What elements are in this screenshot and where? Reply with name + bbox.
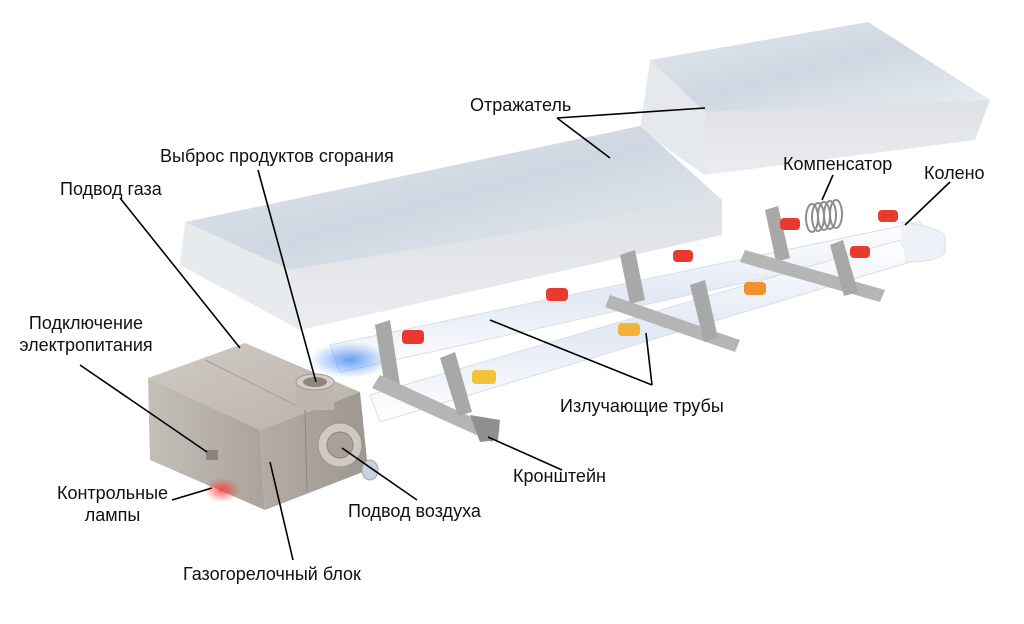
compensator-coil — [805, 199, 843, 233]
reflector-left — [180, 126, 722, 330]
blue-flame — [310, 342, 390, 378]
label-power-connection: Подключение электропитания — [12, 312, 160, 356]
reflector-right — [640, 22, 990, 175]
control-lamp-glow — [204, 478, 240, 502]
exhaust-pipe — [295, 373, 335, 410]
label-radiant-tubes: Излучающие трубы — [560, 396, 724, 416]
leader-lines — [79, 107, 951, 561]
heat-markers — [402, 210, 898, 384]
label-gas-supply: Подвод газа — [60, 179, 162, 199]
label-bracket: Кронштейн — [513, 466, 606, 486]
label-power-line1: Подключение — [28, 313, 144, 333]
label-control-lamps: Контрольные лампы — [50, 482, 175, 526]
label-exhaust: Выброс продуктов сгорания — [160, 146, 394, 166]
bracket-4 — [690, 280, 718, 342]
label-air-supply: Подвод воздуха — [348, 501, 481, 521]
bracket-2 — [440, 352, 472, 416]
bracket-6 — [830, 240, 858, 296]
label-compensator: Компенсатор — [783, 154, 893, 174]
label-elbow: Колено — [924, 163, 985, 183]
label-reflector: Отражатель — [470, 95, 572, 115]
bracket-1 — [372, 320, 500, 442]
label-lamps-line2: лампы — [84, 505, 141, 525]
label-power-line2: электропитания — [19, 335, 153, 355]
power-connector — [206, 450, 218, 460]
label-burner-unit: Газогорелочный блок — [183, 564, 361, 584]
label-lamps-line1: Контрольные — [56, 483, 169, 503]
elbow-part — [899, 221, 946, 263]
